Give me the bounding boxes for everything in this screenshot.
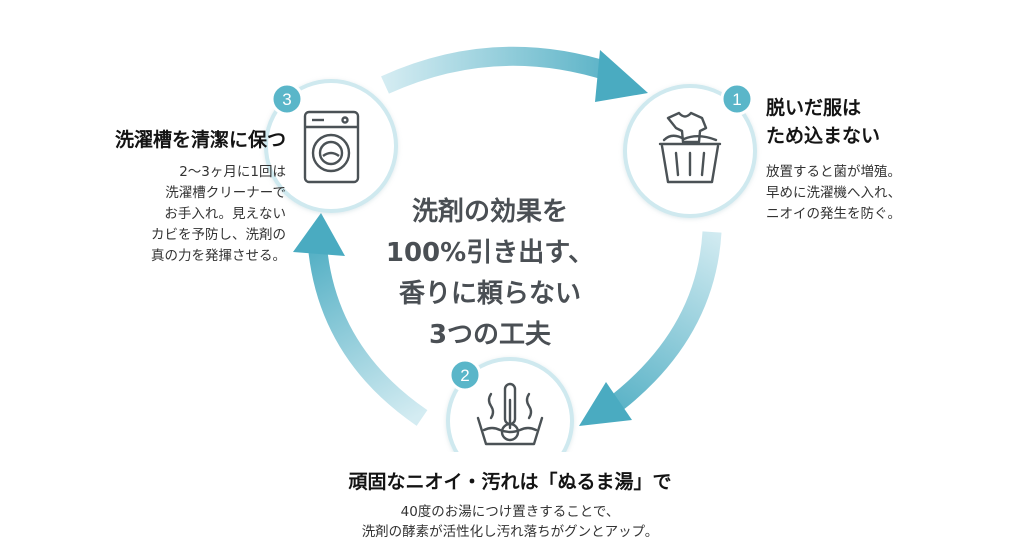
- step-2-desc-line-1: 40度のお湯につけ置きすることで、: [400, 504, 620, 520]
- step-1-description: 放置すると菌が増殖。 早めに洗濯機へ入れ、 ニオイの発生を防ぐ。: [766, 162, 1006, 225]
- step-2-description: 40度のお湯につけ置きすることで、 洗剤の酵素が活性化し汚れ落ちがグンとアップ。: [250, 502, 770, 542]
- washing-machine-icon: [303, 110, 360, 184]
- step-3-node: 3: [264, 79, 398, 213]
- step-1-desc-line-1: 放置すると菌が増殖。: [766, 164, 901, 180]
- step-1-badge: [720, 82, 754, 116]
- arc-arrow-2-to-3: [293, 213, 428, 426]
- step-3-number: 3: [282, 90, 291, 109]
- step-2-badge: [448, 358, 482, 392]
- step-1-desc-line-2: 早めに洗濯機へ入れ、: [766, 185, 902, 201]
- bottom-mask: [0, 452, 1024, 558]
- step-3-desc-line-4: カビを予防し、洗剤の: [151, 227, 286, 243]
- step-3-desc-line-5: 真の力を発揮させる。: [151, 248, 286, 264]
- step-1-title-line-1: 脱いだ服は: [766, 97, 862, 119]
- step-3-title: 洗濯槽を清潔に保つ: [40, 126, 286, 154]
- step-2-text: 頑固なニオイ・汚れは「ぬるま湯」で 40度のお湯につけ置きすることで、 洗剤の酵…: [250, 468, 770, 542]
- arc-arrow-3-to-1: [381, 46, 648, 102]
- step-3-badge: [270, 82, 304, 116]
- center-heading-line-4: 3つの工夫: [428, 320, 552, 350]
- center-heading-line-3: 香りに頼らない: [398, 279, 581, 309]
- center-heading-line-2: 100%引き出す、: [385, 238, 595, 268]
- step-3-text: 洗濯槽を清潔に保つ 2〜3ヶ月に1回は 洗濯槽クリーナーで お手入れ。見えない …: [40, 126, 286, 267]
- step-1-desc-line-3: ニオイの発生を防ぐ。: [766, 206, 901, 222]
- step-3-description: 2〜3ヶ月に1回は 洗濯槽クリーナーで お手入れ。見えない カビを予防し、洗剤の…: [40, 162, 286, 267]
- laundry-basket-icon: [658, 111, 722, 184]
- step-1-title-line-2: ため込まない: [766, 125, 881, 147]
- step-3-desc-line-1: 2〜3ヶ月に1回は: [179, 164, 286, 180]
- step-3-desc-line-2: 洗濯槽クリーナーで: [165, 185, 286, 201]
- step-1-title: 脱いだ服は ため込まない: [766, 94, 1006, 150]
- center-heading-line-1: 洗剤の効果を: [411, 197, 568, 227]
- step-3-title-line-1: 洗濯槽を清潔に保つ: [114, 129, 286, 151]
- step-2-number: 2: [460, 366, 469, 385]
- step-2-title: 頑固なニオイ・汚れは「ぬるま湯」で: [250, 468, 770, 496]
- step-1-node: 1: [623, 82, 757, 218]
- step-2-title-line-1: 頑固なニオイ・汚れは「ぬるま湯」で: [348, 471, 672, 493]
- step-1-number: 1: [732, 90, 741, 109]
- step-2-desc-line-2: 洗剤の酵素が活性化し汚れ落ちがグンとアップ。: [361, 524, 659, 540]
- center-heading: 洗剤の効果を 100%引き出す、 香りに頼らない 3つの工夫: [330, 192, 650, 356]
- hot-water-thermometer-icon: [476, 382, 544, 446]
- arc-arrow-1-to-2: [579, 231, 722, 426]
- step-1-text: 脱いだ服は ため込まない 放置すると菌が増殖。 早めに洗濯機へ入れ、 ニオイの発…: [766, 94, 1006, 225]
- step-3-desc-line-3: お手入れ。見えない: [164, 206, 286, 222]
